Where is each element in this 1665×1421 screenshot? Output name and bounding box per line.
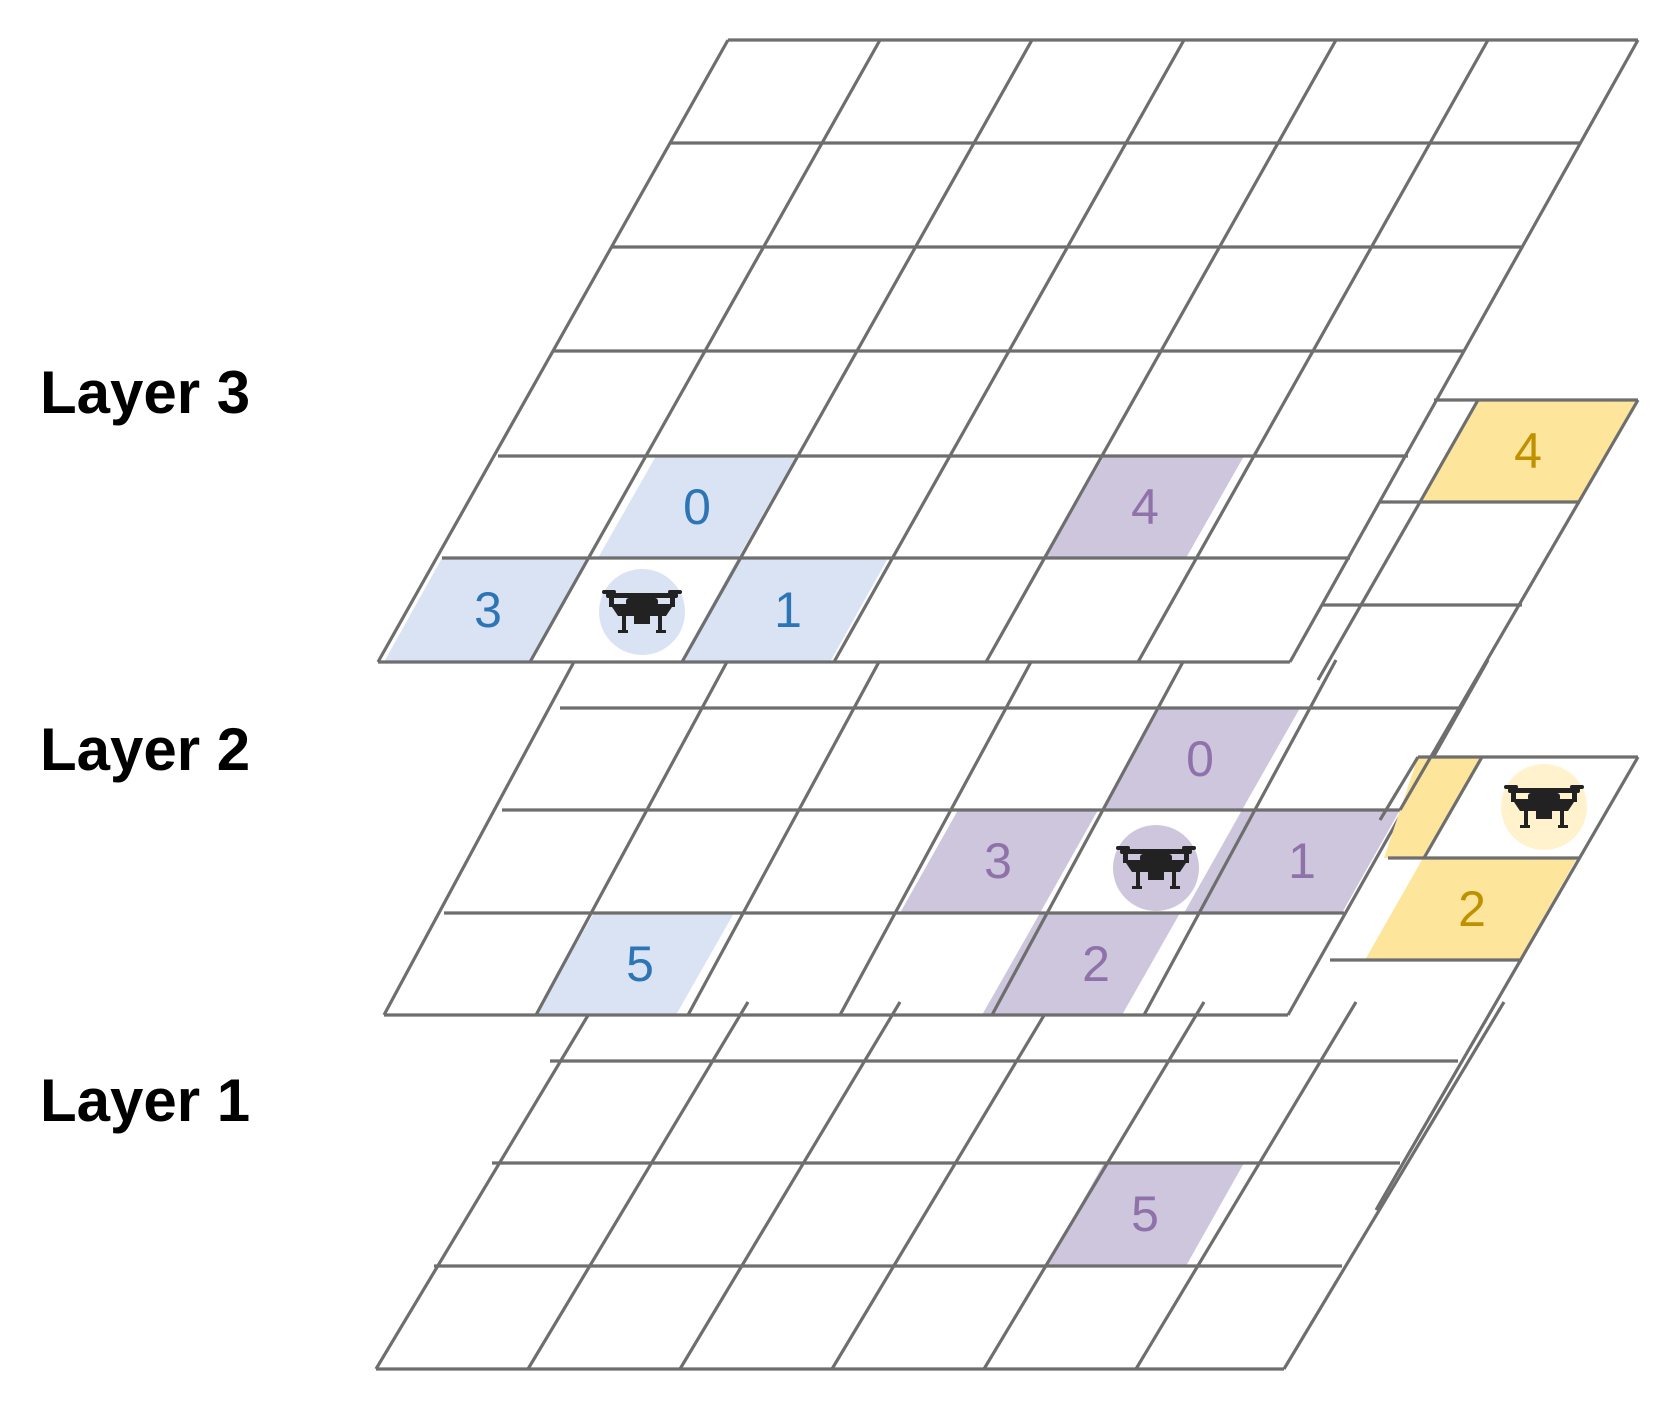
layer-2-label: Layer 2 (40, 716, 250, 783)
layer-2-cell-1-label: 1 (1288, 833, 1316, 889)
layer-3-side-strip: 4 (1316, 398, 1640, 811)
layer-3-cell-0 (598, 456, 796, 558)
layer-3-side-cell-4-label: 4 (1514, 423, 1542, 479)
layer-1-label: Layer 1 (40, 1067, 250, 1134)
layer-2-side-cell-2 (1365, 858, 1577, 960)
layer-2-cell-5-label: 5 (626, 936, 654, 992)
yellow-drone (1501, 764, 1587, 850)
layer-2-cell-2 (982, 913, 1180, 1015)
layer-2-cell-2-label: 2 (1082, 936, 1110, 992)
blue-drone (599, 569, 685, 655)
layer-1-cell-5 (1046, 1163, 1244, 1266)
layer-2-cell-0 (1102, 708, 1300, 810)
layer-2-side-cell-yellow (1384, 757, 1482, 858)
layer-3-side-cell-4 (1420, 400, 1638, 502)
layer-3-grid: 0 3 1 4 (376, 38, 1640, 664)
layer-3-cell-1-label: 1 (774, 582, 802, 638)
purple-drone (1113, 825, 1199, 911)
layer-3-cell-4-label: 4 (1131, 479, 1159, 535)
layer-3-label: Layer 3 (40, 359, 250, 426)
layer-2-cell-0-label: 0 (1186, 731, 1214, 787)
layer-3-cell-4 (1046, 456, 1244, 558)
layer-2-cell-1 (1184, 810, 1400, 913)
layer-3-cell-3-label: 3 (474, 582, 502, 638)
layer-2-grid: 0 3 1 2 5 (382, 659, 1490, 1017)
layer-2-side-strip: 2 (1330, 755, 1640, 1211)
layer-2-side-cell-2-label: 2 (1458, 881, 1486, 937)
layer-3-cell-0-label: 0 (683, 479, 711, 535)
layer-2-cell-3-label: 3 (984, 833, 1012, 889)
layer-3-cell-1 (680, 558, 888, 662)
layer-2-cell-5 (536, 913, 734, 1015)
layer-1-grid: 5 (374, 1001, 1506, 1371)
layer-3-cell-3 (384, 558, 588, 662)
layer-1-cell-5-label: 5 (1131, 1186, 1159, 1242)
layer-2-cell-3 (900, 810, 1098, 913)
